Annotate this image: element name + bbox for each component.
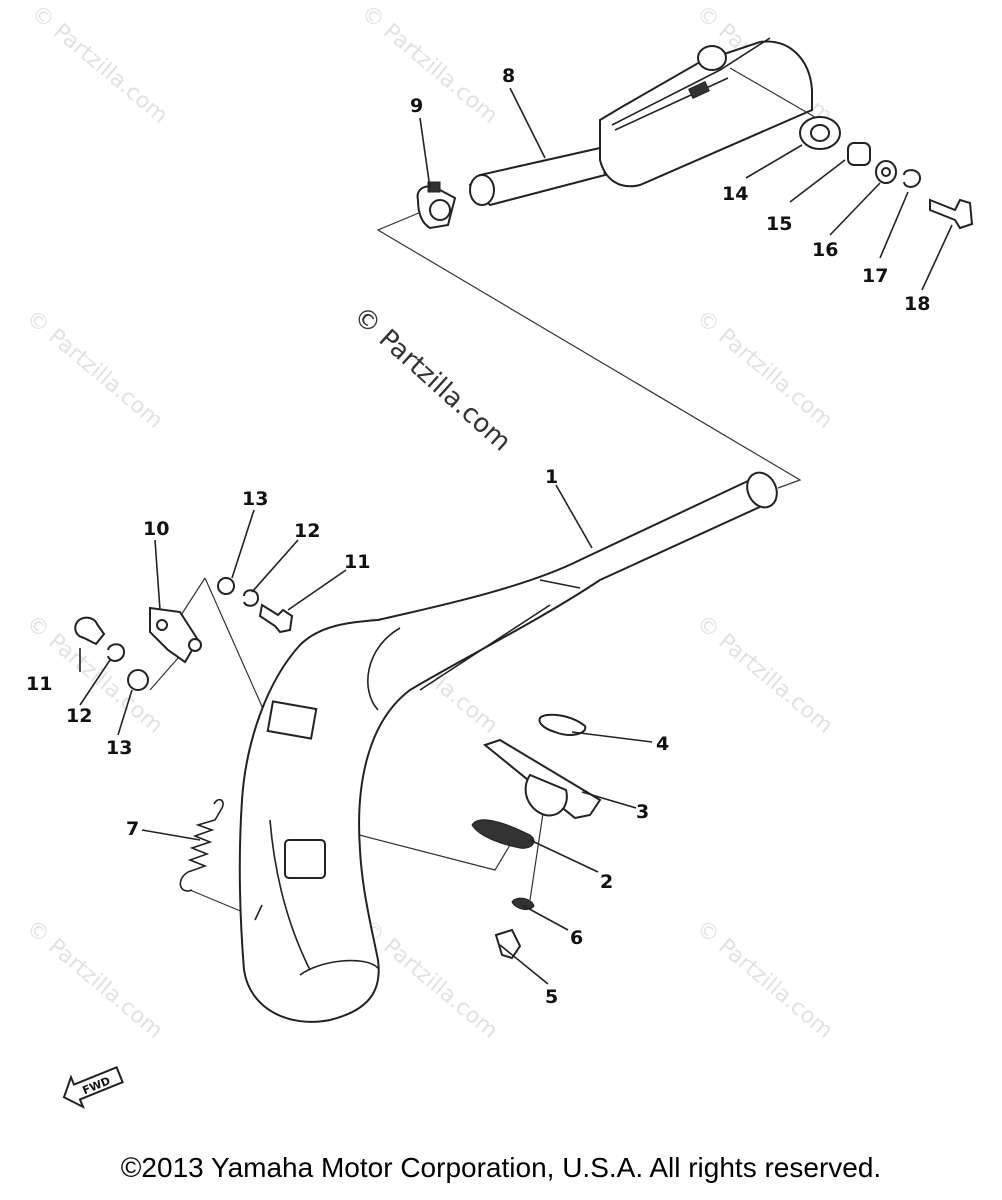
callout-5: 5 (545, 986, 558, 1008)
spring (179, 798, 224, 892)
watermark: © Partzilla.com (691, 305, 837, 433)
copyright-notice: ©2013 Yamaha Motor Corporation, U.S.A. A… (120, 1152, 882, 1183)
center-watermark: © Partzilla.com (347, 301, 516, 458)
leader-lines (79, 87, 953, 985)
watermark: © Partzilla.com (21, 305, 167, 433)
chamber-bracket (266, 700, 318, 740)
bracket-set (74, 577, 294, 691)
callout-11: 11 (344, 551, 370, 573)
clamp (416, 181, 457, 230)
callout-7: 7 (126, 818, 139, 840)
collar (847, 142, 871, 166)
callout-9: 9 (410, 95, 423, 117)
callout-1: 1 (545, 466, 558, 488)
callout-8: 8 (502, 65, 515, 87)
bracket (149, 606, 200, 664)
bolt (494, 928, 522, 960)
damper (538, 713, 587, 736)
callout-4: 4 (656, 733, 669, 755)
spring-washer (903, 169, 922, 188)
heat-shield-tab (284, 839, 326, 879)
bolt (74, 616, 106, 646)
callout-15: 15 (766, 213, 792, 235)
callout-16: 16 (812, 239, 838, 261)
callouts: 1 2 3 4 5 6 7 8 9 10 11 11 12 12 13 13 1… (26, 65, 930, 1008)
callout-13: 13 (242, 488, 268, 510)
callout-18: 18 (904, 293, 930, 315)
collar (511, 897, 535, 910)
callout-3: 3 (636, 801, 649, 823)
watermark: © Partzilla.com (691, 610, 837, 738)
assembly-guide-lines (149, 201, 802, 916)
callout-6: 6 (570, 927, 583, 949)
washer (127, 669, 149, 691)
expansion-chamber (238, 471, 778, 1023)
silencer (468, 37, 821, 207)
watermark: © Partzilla.com (26, 0, 172, 128)
fwd-arrow-icon: FWD (62, 1066, 124, 1109)
watermark: © Partzilla.com (691, 915, 837, 1043)
callout-2: 2 (600, 871, 613, 893)
bolt (929, 198, 974, 230)
spring-washer (243, 589, 260, 607)
rubber-damper (471, 819, 535, 849)
callout-10: 10 (143, 518, 169, 540)
callout-12: 12 (294, 520, 320, 542)
damper-mount (471, 713, 602, 960)
callout-17: 17 (862, 265, 888, 287)
watermark: © Partzilla.com (21, 915, 167, 1043)
callout-14: 14 (722, 183, 748, 205)
mount-hardware (799, 116, 974, 230)
spring-washer (107, 643, 126, 662)
watermark: © Partzilla.com (356, 0, 502, 128)
callout-11: 11 (26, 673, 52, 695)
callout-12: 12 (66, 705, 92, 727)
washer (217, 577, 235, 595)
bolt (258, 603, 294, 634)
callout-13: 13 (106, 737, 132, 759)
